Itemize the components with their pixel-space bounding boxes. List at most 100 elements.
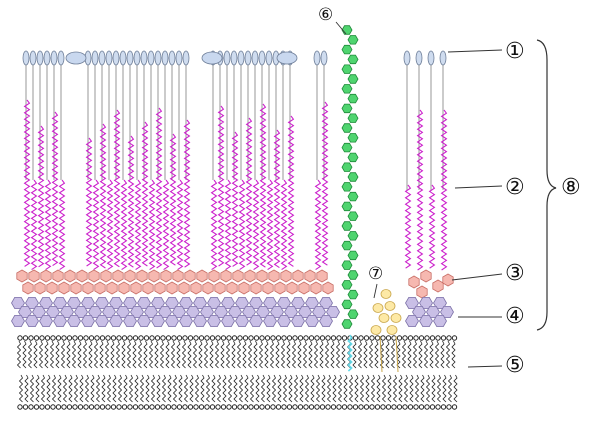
bilayer-tail-bottom <box>403 374 409 403</box>
zigzag-chain <box>183 119 191 268</box>
green-hexagon <box>347 231 359 241</box>
pink-hexagon <box>82 281 94 295</box>
bilayer-head-bottom <box>204 404 210 410</box>
bilayer-head-bottom <box>286 404 293 410</box>
bilayer-head-bottom <box>407 404 414 410</box>
bilayer-head-bottom <box>209 404 216 410</box>
bilayer-head-bottom <box>440 404 447 410</box>
bilayer-head-top <box>369 335 375 341</box>
bilayer-head-top <box>270 335 276 341</box>
lipid-head <box>161 50 169 66</box>
bilayer-tail-top <box>335 340 341 369</box>
green-hexagon <box>341 142 353 153</box>
bilayer-head-top <box>127 335 133 341</box>
lipid-head <box>43 50 51 66</box>
green-hexagon <box>347 191 359 202</box>
purple-hexagon <box>11 314 25 328</box>
bilayer-head-top <box>308 335 315 341</box>
bilayer-head-bottom <box>451 404 458 410</box>
bilayer-tail-top <box>88 340 93 369</box>
bilayer-head-bottom <box>187 404 194 410</box>
pink-hexagon <box>16 269 28 283</box>
bilayer-tail-bottom <box>370 374 376 403</box>
phospholipid-bilayer <box>16 335 458 410</box>
zigzag-chain <box>440 109 448 271</box>
bilayer-head-top <box>418 335 425 341</box>
green-hexagon <box>341 201 353 212</box>
bilayer-tail-bottom <box>128 374 134 403</box>
zigzag-chain <box>321 101 329 266</box>
lipid-head <box>439 50 447 66</box>
bilayer-head-top <box>17 335 23 341</box>
bilayer-tail-top <box>302 340 308 369</box>
bilayer-head-bottom <box>253 404 260 410</box>
bilayer-tail-top <box>220 340 225 369</box>
bilayer-head-top <box>374 335 381 341</box>
pink-hexagon <box>64 269 76 283</box>
bilayer-head-top <box>215 335 221 341</box>
pink-hexagon <box>316 269 328 283</box>
bilayer-head-top <box>281 335 287 341</box>
bilayer-tail-top <box>319 340 324 369</box>
zigzag-chain <box>44 179 52 271</box>
bilayer-tail-bottom <box>222 374 227 403</box>
purple-hexagon <box>235 314 249 328</box>
lipid-head <box>403 50 411 66</box>
bilayer-tail-top <box>66 340 71 369</box>
pink-hexagon <box>416 285 428 299</box>
lipid-head <box>126 50 134 66</box>
bilayer-head-top <box>429 335 436 341</box>
bilayer-head-bottom <box>385 404 392 410</box>
bilayer-tail-top <box>192 340 198 369</box>
bilayer-tail-bottom <box>106 374 112 403</box>
yellow-protein-stem <box>379 335 399 373</box>
bilayer-tail-top <box>203 340 209 369</box>
bilayer-head-bottom <box>176 404 183 410</box>
bilayer-head-top <box>50 335 56 341</box>
bilayer-tail-bottom <box>260 374 266 403</box>
lipid-head <box>427 50 435 66</box>
bilayer-head-top <box>413 335 419 341</box>
pink-hexagon <box>118 281 130 295</box>
zigzag-chain <box>58 179 66 271</box>
bilayer-head-top <box>132 335 139 341</box>
bilayer-head-top <box>407 335 414 341</box>
pink-hexagon <box>232 269 244 283</box>
bilayer-tail-top <box>71 340 77 369</box>
lipid-head <box>50 50 58 66</box>
bilayer-tail-top <box>132 340 137 369</box>
green-hexagon <box>347 133 359 143</box>
bilayer-tail-top <box>451 340 456 369</box>
bilayer-head-bottom <box>259 404 265 410</box>
bilayer-tail-top <box>396 340 401 369</box>
lipid-head <box>230 50 238 66</box>
purple-hexagon <box>326 305 340 319</box>
bilayer-tail-bottom <box>156 374 161 403</box>
bilayer-tail-top <box>126 340 132 369</box>
zigzag-chain <box>113 109 121 268</box>
pink-hexagon <box>226 281 238 295</box>
bilayer-head-bottom <box>138 404 144 410</box>
bilayer-tail-bottom <box>40 374 46 403</box>
callout-label-3: ③ <box>505 261 525 286</box>
bilayer-tail-bottom <box>233 374 238 403</box>
bilayer-tail-top <box>275 340 280 369</box>
bilayer-head-top <box>440 335 447 341</box>
bilayer-tail-top <box>181 340 187 369</box>
zigzag-chain <box>266 179 274 271</box>
bilayer-tail-top <box>429 340 434 369</box>
bilayer-head-top <box>341 335 348 341</box>
bilayer-tail-top <box>264 340 269 369</box>
zigzag-chains <box>23 99 448 271</box>
bilayer-head-top <box>209 335 216 341</box>
bilayer-tail-top <box>286 340 291 369</box>
bilayer-head-top <box>435 335 441 341</box>
bilayer-tail-top <box>297 340 302 369</box>
lipid-head <box>36 50 44 66</box>
bilayer-head-top <box>187 335 194 341</box>
bilayer-tail-bottom <box>420 374 425 403</box>
yellow-protein <box>390 313 402 323</box>
leader-line <box>467 365 503 368</box>
bilayer-head-top <box>44 335 51 341</box>
bilayer-tail-top <box>176 340 181 369</box>
